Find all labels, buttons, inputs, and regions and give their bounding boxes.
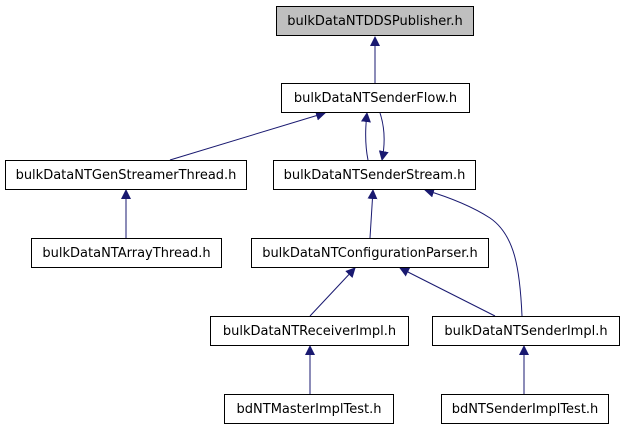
node-sender-impl[interactable]: bulkDataNTSenderImpl.h	[432, 316, 620, 346]
node-gen-streamer-thread[interactable]: bulkDataNTGenStreamerThread.h	[5, 160, 247, 190]
edge-senderimpl-to-configparser	[399, 267, 496, 317]
edge-senderstream-to-senderflow	[360, 112, 371, 161]
node-publisher: bulkDataNTDDSPublisher.h	[276, 6, 474, 36]
edge-senderimpl-to-senderstream	[424, 187, 523, 317]
edge-receiverimpl-to-configparser	[309, 267, 356, 317]
node-sender-stream[interactable]: bulkDataNTSenderStream.h	[273, 160, 476, 190]
edge-senderflow-to-senderstream	[378, 112, 389, 161]
node-sender-impl-test[interactable]: bdNTSenderImplTest.h	[441, 394, 609, 424]
edge-genstreamer-to-senderflow	[169, 110, 326, 161]
edge-configparser-to-senderstream	[367, 189, 378, 239]
node-receiver-impl[interactable]: bulkDataNTReceiverImpl.h	[210, 316, 409, 346]
node-configuration-parser[interactable]: bulkDataNTConfigurationParser.h	[251, 238, 489, 268]
node-array-thread[interactable]: bulkDataNTArrayThread.h	[31, 238, 222, 268]
node-master-impl-test[interactable]: bdNTMasterImplTest.h	[224, 394, 394, 424]
node-sender-flow[interactable]: bulkDataNTSenderFlow.h	[281, 83, 470, 113]
